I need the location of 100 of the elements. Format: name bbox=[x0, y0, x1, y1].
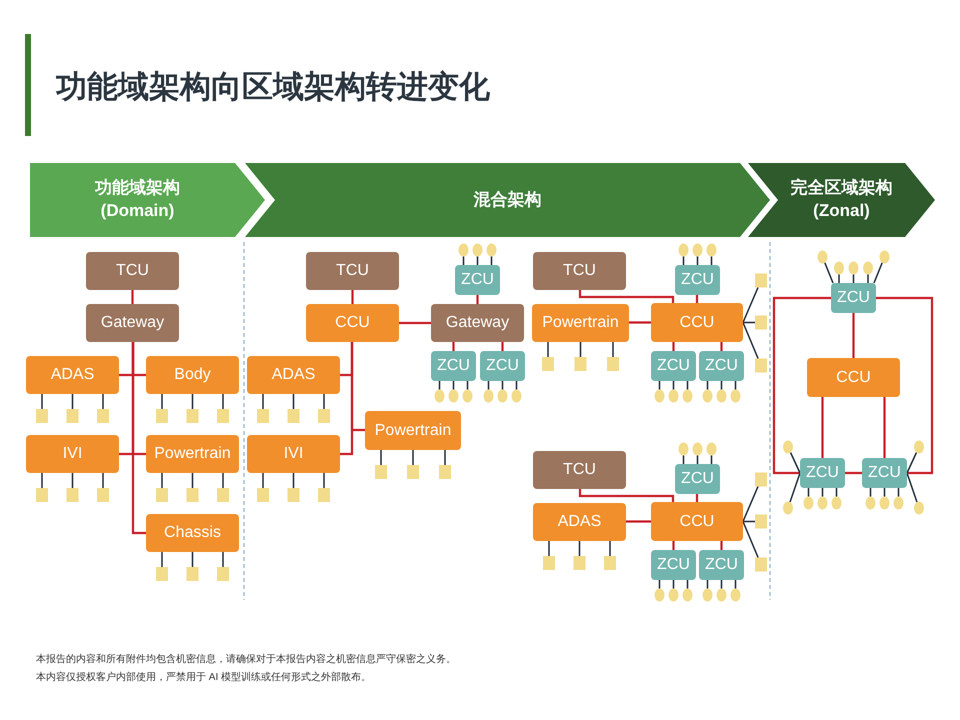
connector-line bbox=[790, 452, 801, 474]
connector-line bbox=[161, 394, 163, 409]
connector-line bbox=[672, 381, 674, 390]
control-unit-box: ADAS bbox=[533, 503, 626, 541]
connector-line bbox=[696, 494, 698, 502]
connector-line bbox=[131, 290, 134, 304]
connector-line bbox=[490, 256, 492, 265]
endpoint-square bbox=[439, 465, 451, 479]
connector-line bbox=[323, 394, 325, 409]
endpoint-dot bbox=[832, 496, 842, 510]
connector-line bbox=[743, 322, 755, 324]
connector-line bbox=[547, 342, 549, 357]
connector-line bbox=[192, 394, 194, 409]
control-unit-box: CCU bbox=[651, 303, 743, 342]
endpoint-dot bbox=[668, 588, 678, 602]
endpoint-dot bbox=[783, 440, 793, 454]
control-unit-box: ZCU bbox=[862, 458, 907, 488]
endpoint-square bbox=[186, 409, 198, 423]
endpoint-dot bbox=[706, 244, 716, 256]
endpoint-square bbox=[318, 409, 330, 423]
connector-line bbox=[132, 342, 146, 534]
footnote: 本报告的内容和所有附件均包含机密信息，请确保对于本报告内容之机密信息严守保密之义务。 bbox=[36, 652, 456, 666]
endpoint-dot bbox=[716, 390, 726, 402]
connector-line bbox=[609, 541, 611, 556]
endpoint-square bbox=[156, 488, 168, 502]
connector-line bbox=[696, 456, 698, 464]
endpoint-square bbox=[217, 409, 229, 423]
footnote: 本内容仅授权客户内部使用，严禁用于 AI 模型训练或任何形式之外部散布。 bbox=[36, 670, 372, 684]
connector-line bbox=[578, 541, 580, 556]
connector-line bbox=[161, 473, 163, 488]
endpoint-square bbox=[36, 409, 48, 423]
connector-line bbox=[852, 274, 854, 283]
connector-line bbox=[672, 541, 675, 550]
endpoint-square bbox=[574, 556, 586, 570]
connector-line bbox=[102, 394, 104, 409]
control-unit-box: Gateway bbox=[86, 304, 179, 342]
connector-line bbox=[734, 381, 736, 390]
control-unit-box: TCU bbox=[306, 252, 399, 290]
endpoint-square bbox=[542, 357, 554, 371]
endpoint-dot bbox=[716, 588, 726, 602]
endpoint-square bbox=[66, 488, 78, 502]
endpoint-dot bbox=[702, 588, 712, 602]
endpoint-dot bbox=[702, 390, 712, 402]
endpoint-dot bbox=[682, 390, 692, 402]
control-unit-box: ZCU bbox=[431, 351, 476, 381]
connector-line bbox=[340, 342, 354, 456]
connector-line bbox=[516, 381, 518, 390]
endpoint-dot bbox=[834, 262, 844, 274]
title: 功能域架构向区域架构转进变化 bbox=[56, 68, 490, 106]
control-unit-box: TCU bbox=[533, 451, 626, 489]
connector-line bbox=[836, 488, 838, 496]
connector-line bbox=[462, 256, 464, 265]
connector-line bbox=[883, 397, 886, 458]
connector-line bbox=[488, 381, 490, 390]
connector-line bbox=[772, 296, 831, 474]
connector-line bbox=[742, 322, 759, 359]
connector-line bbox=[502, 381, 504, 390]
chevron-banner: 功能域架构 (Domain) bbox=[30, 163, 265, 237]
connector-line bbox=[898, 488, 900, 496]
connector-line bbox=[870, 488, 872, 496]
endpoint-dot bbox=[880, 250, 890, 264]
connector-line bbox=[682, 456, 684, 464]
connector-line bbox=[452, 342, 455, 351]
control-unit-box: TCU bbox=[86, 252, 179, 290]
connector-line bbox=[838, 274, 840, 283]
connector-line bbox=[612, 342, 614, 357]
connector-line bbox=[578, 489, 674, 502]
endpoint-dot bbox=[880, 496, 890, 510]
connector-line bbox=[292, 394, 294, 409]
connector-line bbox=[852, 313, 855, 358]
connector-line bbox=[476, 295, 479, 304]
endpoint-dot bbox=[462, 390, 472, 402]
connector-line bbox=[906, 472, 918, 502]
connector-line bbox=[41, 473, 43, 488]
connector-line bbox=[501, 342, 504, 351]
connector-line bbox=[262, 473, 264, 488]
control-unit-box: ZCU bbox=[831, 283, 876, 313]
connector-line bbox=[845, 472, 862, 474]
control-unit-box: ZCU bbox=[455, 265, 500, 295]
endpoint-dot bbox=[486, 244, 496, 256]
connector-line bbox=[323, 473, 325, 488]
control-unit-box: CCU bbox=[306, 304, 399, 342]
connector-line bbox=[734, 580, 736, 588]
connector-line bbox=[626, 520, 651, 523]
endpoint-dot bbox=[894, 496, 904, 510]
control-unit-box: ZCU bbox=[800, 458, 845, 488]
control-unit-box: Powertrain bbox=[532, 304, 629, 342]
control-unit-box: ZCU bbox=[699, 550, 744, 580]
endpoint-square bbox=[186, 488, 198, 502]
connector-line bbox=[742, 287, 759, 323]
endpoint-square bbox=[186, 567, 198, 581]
endpoint-square bbox=[407, 465, 419, 479]
connector-line bbox=[742, 521, 759, 558]
endpoint-dot bbox=[848, 262, 858, 274]
endpoint-dot bbox=[654, 390, 664, 402]
connector-line bbox=[72, 473, 74, 488]
endpoint-dot bbox=[863, 262, 873, 274]
endpoint-dot bbox=[434, 390, 444, 402]
connector-line bbox=[476, 256, 478, 265]
connector-line bbox=[822, 488, 824, 496]
